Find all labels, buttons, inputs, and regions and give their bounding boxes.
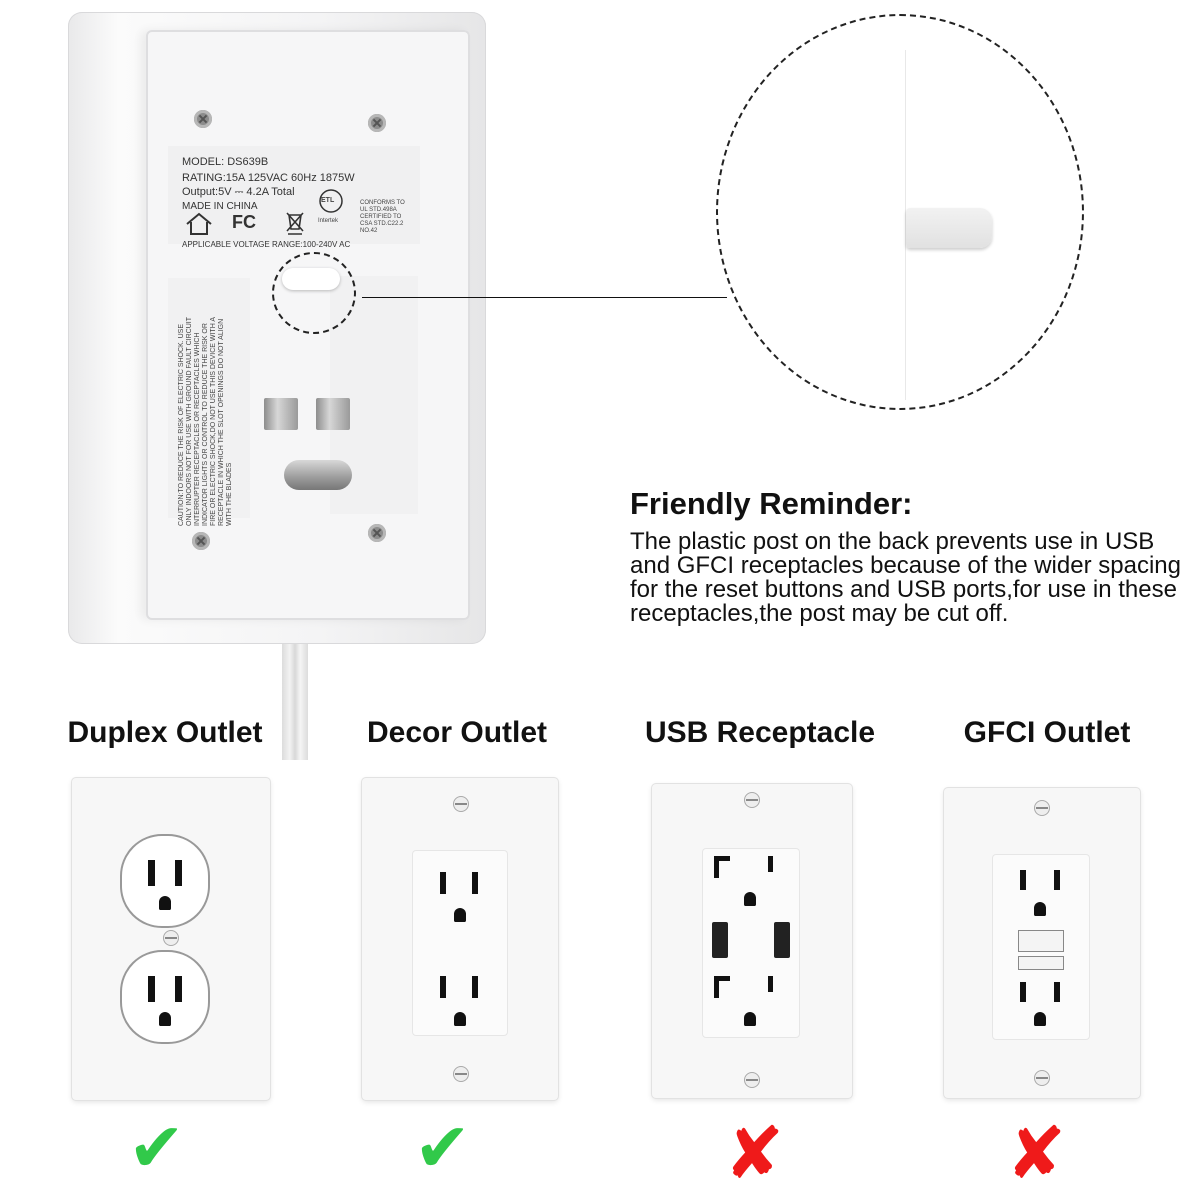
screw-icon xyxy=(744,1072,760,1088)
screw-icon xyxy=(1034,800,1050,816)
screw-icon xyxy=(163,930,179,946)
usb-receptacle xyxy=(702,848,800,1038)
outlet-title-gfci: GFCI Outlet xyxy=(963,716,1131,749)
voltage-range-text: APPLICABLE VOLTAGE RANGE:100-240V AC xyxy=(182,240,351,249)
plastic-post-zoomed xyxy=(906,208,992,248)
post-highlight-circle xyxy=(272,252,356,334)
caution-text: CAUTION:TO REDUCE THE RISK OF ELECTRIC S… xyxy=(178,317,233,526)
screw-icon xyxy=(453,796,469,812)
gfci-reset-button xyxy=(1018,956,1064,970)
rating-text: RATING:15A 125VAC 60Hz 1875W xyxy=(182,172,355,184)
conformity-text: CONFORMS TO UL STD.498A CERTIFIED TO CSA… xyxy=(360,200,405,234)
gfci-outlet-plate xyxy=(944,788,1140,1098)
callout-leader-line xyxy=(362,297,727,298)
zoom-panel-edge xyxy=(905,50,906,400)
usb-port-icon xyxy=(774,922,790,958)
reminder-title: Friendly Reminder: xyxy=(630,486,913,521)
duplex-outlet-plate xyxy=(72,778,270,1100)
check-icon: ✔ xyxy=(128,1110,185,1186)
etl-mark: ETL xyxy=(321,197,335,204)
decor-outlet-plate xyxy=(362,778,558,1100)
etl-certification-icon xyxy=(319,189,343,213)
gfci-test-button xyxy=(1018,930,1064,952)
weee-bin-icon xyxy=(286,212,304,235)
outlet-title-duplex: Duplex Outlet xyxy=(67,716,263,749)
home-icon xyxy=(186,212,212,235)
zoom-circle xyxy=(716,14,1084,410)
screw-icon xyxy=(368,524,386,542)
model-text: MODEL: DS639B xyxy=(182,156,269,168)
screw-icon xyxy=(368,114,386,132)
check-icon: ✔ xyxy=(414,1110,471,1186)
usb-receptacle-plate xyxy=(652,784,852,1098)
screw-icon xyxy=(744,792,760,808)
cross-icon: ✘ xyxy=(724,1114,785,1194)
screw-icon xyxy=(453,1066,469,1082)
plug-prong-right xyxy=(316,398,350,430)
power-cord xyxy=(282,640,308,760)
duplex-receptacle-bottom xyxy=(120,950,210,1044)
ground-pin xyxy=(284,460,352,490)
rating-label xyxy=(168,146,420,244)
intertek-text: Intertek xyxy=(318,218,339,224)
outlet-title-usb: USB Receptacle xyxy=(644,716,876,749)
output-text: Output:5V ⎓ 4.2A Total xyxy=(182,186,295,198)
outlet-title-decor: Decor Outlet xyxy=(366,716,548,749)
screw-icon xyxy=(1034,1070,1050,1086)
caution-label xyxy=(168,278,250,518)
screw-icon xyxy=(192,532,210,550)
plug-prong-left xyxy=(264,398,298,430)
usb-port-icon xyxy=(712,922,728,958)
screw-icon xyxy=(194,110,212,128)
gfci-receptacle xyxy=(992,854,1090,1040)
reminder-body: The plastic post on the back prevents us… xyxy=(630,528,1181,627)
cross-icon: ✘ xyxy=(1006,1114,1067,1194)
decor-receptacle xyxy=(412,850,508,1036)
fc-mark: FC xyxy=(232,212,256,232)
made-in-text: MADE IN CHINA xyxy=(182,201,258,212)
duplex-receptacle-top xyxy=(120,834,210,928)
